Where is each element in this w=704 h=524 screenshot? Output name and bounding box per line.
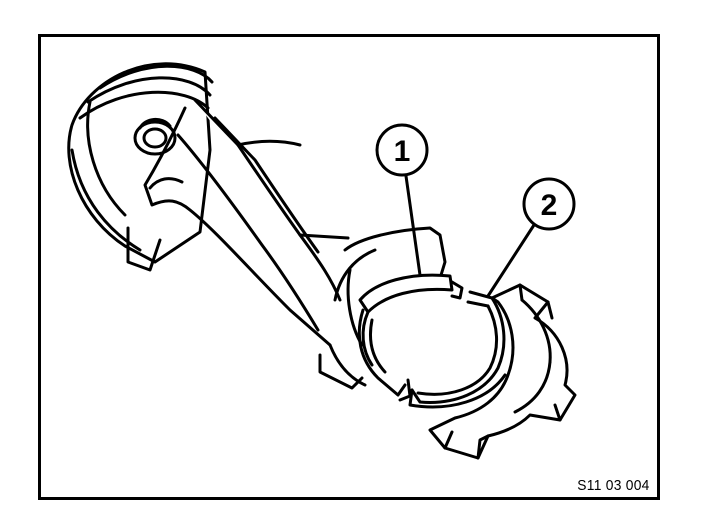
callout-2-number: 2 [541, 189, 558, 222]
callout-1 [375, 123, 429, 277]
figure-code: S11 03 004 [577, 477, 650, 494]
bearing-cap-icon [428, 283, 577, 460]
lower-bearing-shell-icon [408, 290, 507, 409]
callout-2-leader [486, 223, 536, 298]
connecting-rod-icon [143, 98, 447, 390]
callout-2 [486, 177, 576, 298]
piston-icon [67, 62, 214, 272]
callout-1-number: 1 [394, 135, 411, 168]
callout-1-leader [404, 174, 422, 277]
